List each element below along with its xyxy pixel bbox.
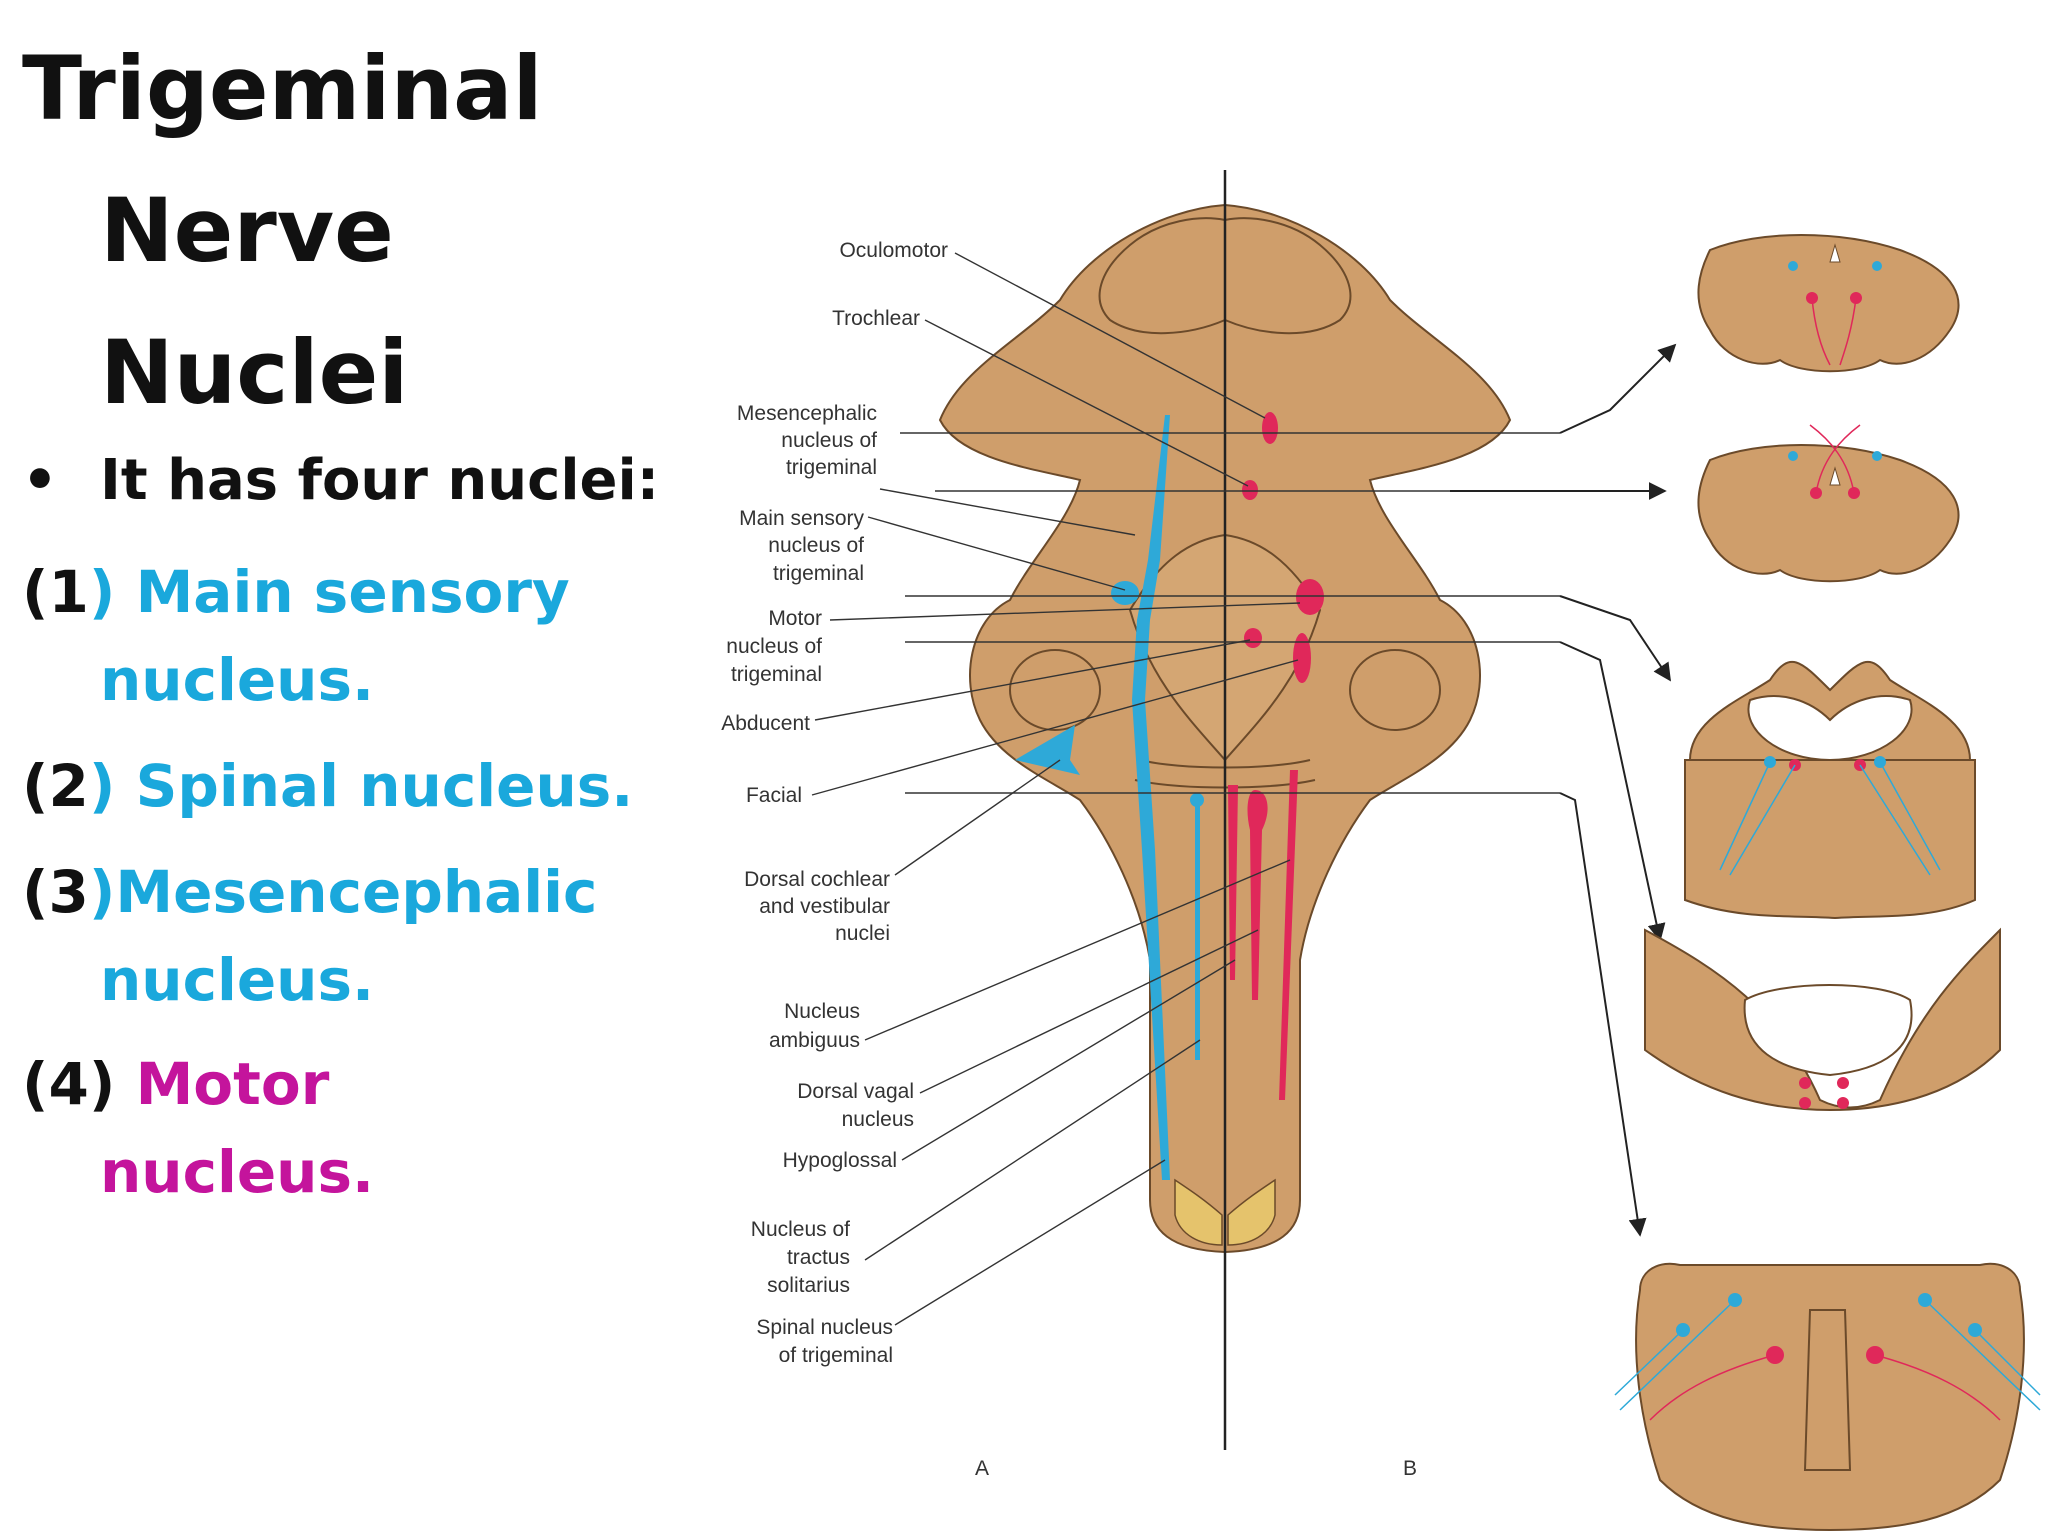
- item-text-cont: nucleus.: [100, 646, 375, 714]
- facial-mark: [1293, 633, 1311, 683]
- bullet-dot-icon: •: [22, 448, 58, 513]
- item-paren: ): [88, 558, 116, 626]
- nucleus-item-4: (4) Motor nucleus.: [22, 1040, 374, 1216]
- item-number: (4): [22, 1050, 136, 1118]
- item-text: Spinal nucleus.: [115, 752, 634, 820]
- cross-section-5: [1614, 1262, 2041, 1532]
- cross-section-1: [1697, 234, 1960, 373]
- label-facial: Facial: [746, 784, 802, 807]
- trochlear-mark: [1242, 480, 1258, 500]
- item-number: (1: [22, 558, 89, 626]
- item-text: Main sensory: [115, 558, 570, 626]
- label-main-sensory-3: trigeminal: [773, 562, 864, 585]
- item-number: (3: [22, 858, 89, 926]
- slide-title: Trigeminal Nerve Nuclei: [22, 18, 543, 444]
- item-paren: ): [88, 752, 116, 820]
- item-text: Mesencephalic: [115, 858, 598, 926]
- label-cochlear-1: Dorsal cochlear: [744, 868, 890, 891]
- label-oculomotor: Oculomotor: [839, 239, 948, 262]
- cross-section-3: [1684, 660, 1976, 920]
- title-line-1: Trigeminal: [22, 37, 543, 140]
- nucleus-item-3: (3)Mesencephalic nucleus.: [22, 848, 597, 1024]
- main-sensory-nucleus-mark: [1111, 581, 1139, 605]
- trigeminal-sensory-column: [1132, 415, 1170, 1180]
- item-number: (2: [22, 752, 89, 820]
- motor-nucleus-mark: [1296, 579, 1324, 615]
- bullet-intro: • It has four nuclei:: [22, 448, 659, 513]
- colliculus-left: [1098, 217, 1226, 335]
- title-line-2: Nerve: [100, 179, 394, 282]
- label-hypoglossal: Hypoglossal: [783, 1149, 897, 1172]
- peduncle-right: [1349, 649, 1441, 731]
- dorsal-vagal-mark: [1247, 790, 1268, 1000]
- ambiguus-mark: [1279, 770, 1298, 1100]
- title-line-3: Nuclei: [100, 321, 409, 424]
- diagram-labels: Oculomotor Trochlear Mesencephalic nucle…: [721, 239, 1417, 1480]
- label-dorsal-vagal-2: nucleus: [842, 1108, 914, 1131]
- label-main-sensory-1: Main sensory: [739, 507, 864, 530]
- cochlear-vestibular-mark: [1015, 725, 1080, 775]
- label-cochlear-2: and vestibular: [759, 895, 890, 918]
- label-cochlear-3: nuclei: [835, 922, 890, 945]
- label-side-a: A: [975, 1457, 989, 1480]
- cross-section-4: [1644, 927, 2001, 1112]
- label-ambiguus-2: ambiguus: [769, 1029, 860, 1052]
- colliculus-right: [1224, 217, 1352, 335]
- label-motor-1: Motor: [768, 607, 822, 630]
- label-motor-3: trigeminal: [731, 663, 822, 686]
- label-main-sensory-2: nucleus of: [768, 534, 864, 557]
- label-motor-2: nucleus of: [726, 635, 822, 658]
- item-text-cont: nucleus.: [100, 1138, 375, 1206]
- label-ambiguus-1: Nucleus: [784, 1000, 860, 1023]
- label-trochlear: Trochlear: [832, 307, 920, 330]
- bullet-text: It has four nuclei:: [100, 448, 660, 513]
- item-text: Motor: [135, 1050, 330, 1118]
- cross-section-2: [1697, 424, 1960, 583]
- hypoglossal-mark: [1228, 785, 1238, 980]
- brainstem-dorsal-view: [811, 170, 1677, 1450]
- item-paren: ): [88, 858, 116, 926]
- oculomotor-mark: [1262, 412, 1278, 444]
- tractus-solitarius-mark: [1195, 800, 1200, 1060]
- label-tractus-1: Nucleus of: [751, 1218, 850, 1241]
- label-spinal-2: of trigeminal: [779, 1344, 893, 1367]
- label-abducent: Abducent: [721, 712, 810, 735]
- label-mesencephalic-1: Mesencephalic: [737, 402, 877, 425]
- label-side-b: B: [1403, 1457, 1417, 1480]
- label-mesencephalic-2: nucleus of: [781, 429, 877, 452]
- abducent-mark: [1244, 628, 1262, 648]
- label-spinal-1: Spinal nucleus: [756, 1316, 893, 1339]
- label-mesencephalic-3: trigeminal: [786, 456, 877, 479]
- nucleus-item-1: (1) Main sensory nucleus.: [22, 548, 570, 724]
- peduncle-left: [1009, 649, 1101, 731]
- label-dorsal-vagal-1: Dorsal vagal: [797, 1080, 914, 1103]
- label-tractus-3: solitarius: [767, 1274, 850, 1297]
- label-tractus-2: tractus: [787, 1246, 850, 1269]
- item-text-cont: nucleus.: [100, 946, 375, 1014]
- nucleus-item-2: (2) Spinal nucleus.: [22, 742, 633, 830]
